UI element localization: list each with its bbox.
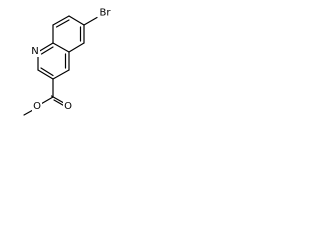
bond-ccarbonyl-o-double-2 xyxy=(53,99,66,107)
ester-oxygen-label-bg xyxy=(32,101,42,112)
nitrogen-label-bg xyxy=(31,46,40,57)
bond-c2-c3-inner xyxy=(40,67,54,77)
bromine-label: Br xyxy=(100,8,112,19)
bond-oester-methyl xyxy=(23,109,34,116)
molecule-structure: N Br O O xyxy=(23,8,112,116)
ester-oxygen-label: O xyxy=(33,101,41,112)
carbonyl-oxygen-label: O xyxy=(64,101,72,112)
ring-nitrogen-label: N xyxy=(31,46,38,57)
bond-c4a-c8a xyxy=(52,42,70,53)
bond-c5-c4a xyxy=(68,42,85,53)
bond-c3-c4 xyxy=(52,69,70,80)
bond-c8-c7 xyxy=(52,15,70,26)
bond-c2-c3 xyxy=(37,69,54,80)
carbonyl-oxygen-label-bg xyxy=(63,101,73,112)
bond-c8a-n1 xyxy=(37,42,54,53)
bond-c8-c7-inner xyxy=(55,19,70,28)
bond-c6-br xyxy=(83,16,98,26)
bond-ccarbonyl-oester xyxy=(39,96,54,106)
bond-c7-c6 xyxy=(68,15,85,26)
bond-c8a-n1-inner xyxy=(40,46,54,55)
